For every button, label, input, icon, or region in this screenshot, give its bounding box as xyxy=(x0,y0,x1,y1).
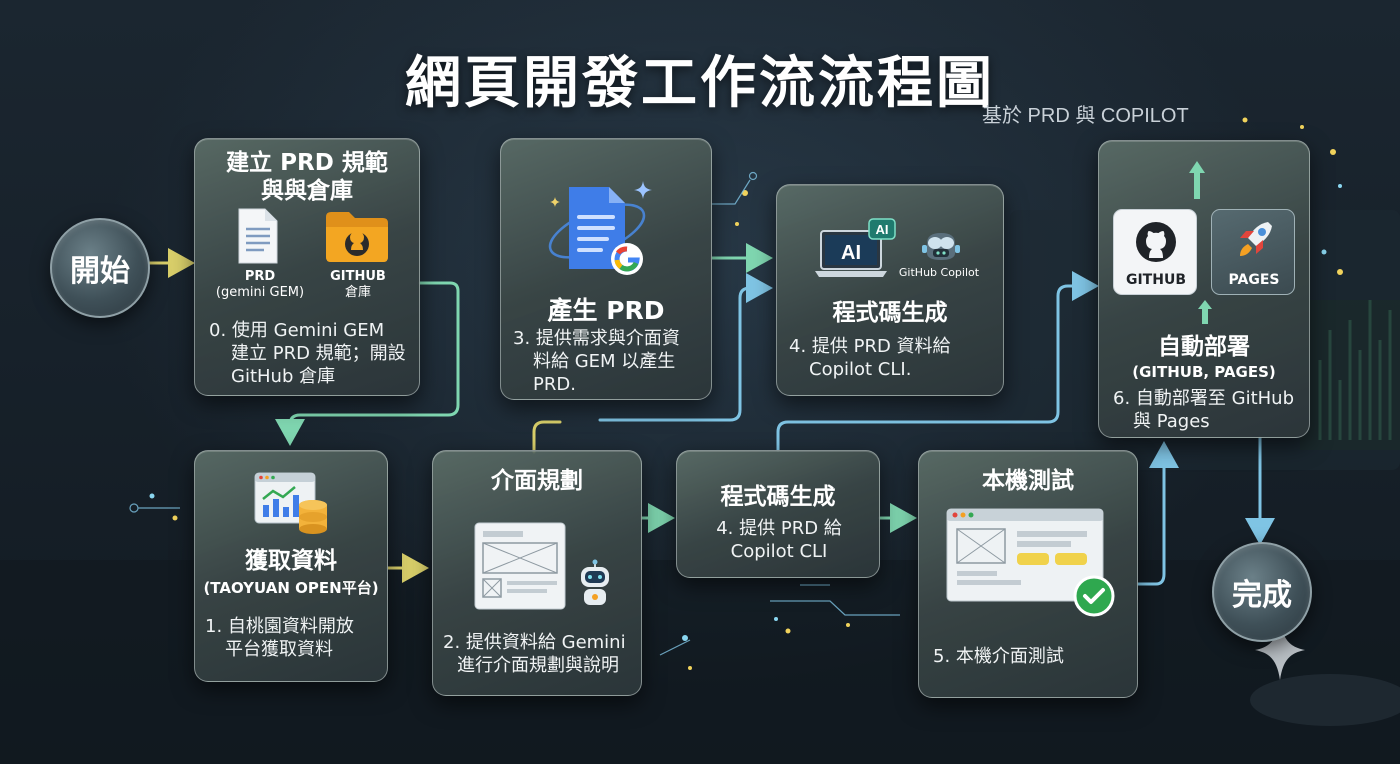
github-icon-label-line2: 倉庫 xyxy=(344,285,371,300)
desc-line3: GitHub 倉庫 xyxy=(231,366,336,387)
node-title: 程式碼生成 xyxy=(832,300,948,326)
document-icon xyxy=(238,208,278,264)
desc-line2: 平台獲取資料 xyxy=(225,639,333,660)
desc-line2: Copilot CLI xyxy=(730,541,828,562)
desc-line1: 6. 自動部署至 GitHub xyxy=(1113,388,1294,409)
start-label: 開始 xyxy=(70,254,130,289)
node-title: 產生 PRD xyxy=(547,296,665,325)
node-codegen-top: AI AI GitHub Copilot 程式碼生成 4. 提供 PRD 資料給… xyxy=(776,184,1004,396)
node-title: 本機測試 xyxy=(982,468,1074,494)
desc-line1: 0. 使用 Gemini GEM xyxy=(209,320,385,341)
node-desc: 3. 提供需求與介面資 料給 GEM 以產生 PRD. xyxy=(513,327,709,396)
desc-line2: 料給 GEM 以產生 xyxy=(533,351,676,372)
desc-line2: Copilot CLI. xyxy=(809,359,912,380)
browser-test-icon xyxy=(946,508,1104,602)
desc-line1: 4. 提供 PRD 給 xyxy=(716,518,842,539)
node-desc: 4. 提供 PRD 資料給 Copilot CLI. xyxy=(789,335,999,381)
up-arrow-icon-small xyxy=(1198,300,1212,324)
copilot-icon xyxy=(922,233,960,260)
robot-icon xyxy=(581,559,609,605)
node-deploy: GITHUB PAGES 自動部署 (GITHUB, PAGES) 6. 自動部… xyxy=(1098,140,1310,438)
github-icon-label: GITHUB 倉庫 xyxy=(313,269,403,301)
ai-laptop-icon: AI AI xyxy=(815,218,896,277)
github-icon xyxy=(1136,222,1176,262)
desc-line1: 3. 提供需求與介面資 xyxy=(513,328,680,349)
desc-line2: 進行介面規劃與說明 xyxy=(457,655,619,676)
node-desc: 1. 自桃園資料開放 平台獲取資料 xyxy=(205,615,385,661)
pages-tile-label: PAGES xyxy=(1228,272,1280,288)
desc-line1: 4. 提供 PRD 資料給 xyxy=(789,336,951,357)
github-tile: GITHUB xyxy=(1113,209,1197,295)
ai-badge-text: AI xyxy=(876,222,889,237)
prd-icon-label-line2: (gemini GEM) xyxy=(215,285,305,300)
node-get-data: 獲取資料 (TAOYUAN OPEN平台) 1. 自桃園資料開放 平台獲取資料 xyxy=(194,450,388,682)
pages-tile: PAGES xyxy=(1211,209,1295,295)
node-title: 介面規劃 xyxy=(491,468,583,494)
node-generate-prd: 產生 PRD 3. 提供需求與介面資 料給 GEM 以產生 PRD. xyxy=(500,138,712,400)
node-local-test: 本機測試 5. 本機介面測試 xyxy=(918,450,1138,698)
node-prd-setup: 建立 PRD 規範 與與倉庫 PRD (gemini GEM) GITHUB 倉… xyxy=(194,138,420,396)
node-desc: 4. 提供 PRD 給 Copilot CLI xyxy=(677,517,881,563)
github-folder-icon xyxy=(326,212,388,262)
node-desc: 2. 提供資料給 Gemini 進行介面規劃與說明 xyxy=(443,631,641,677)
node-title: 程式碼生成 xyxy=(720,484,836,510)
laptop-ai-text: AI xyxy=(841,242,861,264)
rocket-icon xyxy=(1240,222,1272,256)
data-chart-icon xyxy=(254,472,327,534)
node-desc: 6. 自動部署至 GitHub 與 Pages xyxy=(1113,387,1309,433)
prd-icon-label-line1: PRD xyxy=(244,269,276,284)
copilot-label: GitHub Copilot xyxy=(898,266,980,279)
desc-line2: 與 Pages xyxy=(1133,411,1210,432)
up-arrow-icon xyxy=(1189,161,1205,199)
node-title: 獲取資料 xyxy=(245,548,337,574)
github-tile-label: GITHUB xyxy=(1125,272,1186,288)
node-subtitle: (GITHUB, PAGES) xyxy=(1132,363,1276,381)
page-subtitle: 基於 PRD 與 COPILOT xyxy=(982,105,1189,127)
node-title-line2: 與與倉庫 xyxy=(261,178,353,204)
check-icon xyxy=(1073,575,1115,617)
node-ui-plan: 介面規劃 2. 提供資料給 Gemini 進行介面規劃與說明 xyxy=(432,450,642,696)
end-label: 完成 xyxy=(1232,578,1292,613)
page-title: 網頁開發工作流流程圖 xyxy=(405,51,995,116)
end-node: 完成 xyxy=(1212,542,1312,642)
wireframe-icon xyxy=(474,522,566,610)
prd-icon-label: PRD (gemini GEM) xyxy=(205,269,315,301)
node-title: 自動部署 xyxy=(1158,334,1250,360)
desc-line1: 1. 自桃園資料開放 xyxy=(205,616,354,637)
gemini-doc-icon xyxy=(548,181,652,275)
node-desc: 5. 本機介面測試 xyxy=(933,646,1064,667)
desc-line1: 2. 提供資料給 Gemini xyxy=(443,632,626,653)
node-desc: 0. 使用 Gemini GEM 建立 PRD 規範；開設 GitHub 倉庫 xyxy=(209,319,415,388)
desc-line3: PRD. xyxy=(533,374,576,395)
desc-line2: 建立 PRD 規範；開設 xyxy=(231,343,406,364)
github-icon-label-line1: GITHUB xyxy=(330,269,386,284)
node-title: 建立 PRD 規範 xyxy=(226,150,388,176)
node-codegen-mid: 程式碼生成 4. 提供 PRD 給 Copilot CLI xyxy=(676,450,880,578)
node-subtitle: (TAOYUAN OPEN平台) xyxy=(203,579,379,597)
start-node: 開始 xyxy=(50,218,150,318)
